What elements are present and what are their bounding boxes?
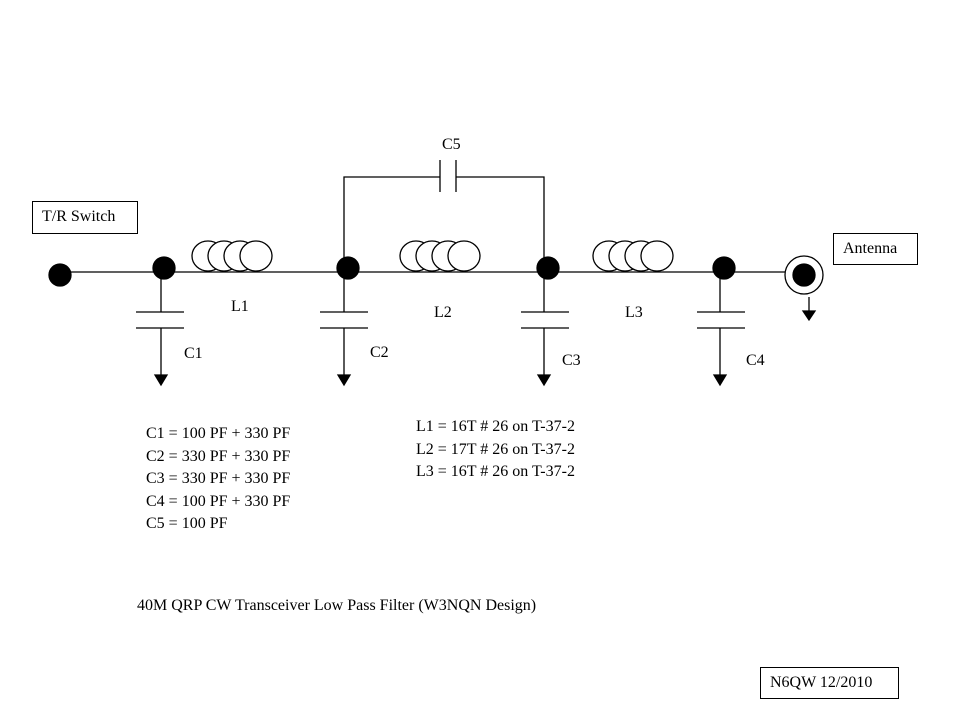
cap-value-c5: C5 = 100 PF (146, 515, 228, 532)
node-c3 (536, 256, 560, 280)
inductor-l1 (191, 240, 273, 272)
label-c2: C2 (370, 344, 389, 361)
cap-value-c3: C3 = 330 PF + 330 PF (146, 470, 291, 487)
cap-value-c1: C1 = 100 PF + 330 PF (146, 425, 291, 442)
credit-box: N6QW 12/2010 (760, 667, 899, 699)
ind-value-l2: L2 = 17T # 26 on T-37-2 (416, 440, 575, 458)
label-l1: L1 (231, 298, 249, 315)
node-c1 (152, 256, 176, 280)
inductor-values: L1 = 16T # 26 on T-37-2 L2 = 17T # 26 on… (416, 416, 575, 484)
cap-value-c2: C2 = 330 PF + 330 PF (146, 447, 291, 465)
label-c4: C4 (746, 352, 765, 369)
cap-value-c4: C4 = 100 PF + 330 PF (146, 492, 291, 510)
antenna-connector-icon (784, 255, 824, 322)
input-terminal (48, 263, 72, 287)
capacitor-c1 (136, 268, 184, 387)
capacitor-c5 (343, 160, 545, 268)
label-c3: C3 (562, 352, 581, 369)
antenna-label: Antenna (833, 233, 918, 265)
inductor-l2 (399, 240, 481, 272)
capacitor-values: C1 = 100 PF + 330 PF C2 = 330 PF + 330 P… (146, 423, 290, 536)
ind-value-l3: L3 = 16T # 26 on T-37-2 (416, 463, 575, 480)
capacitor-c4 (697, 268, 745, 387)
node-c4 (712, 256, 736, 280)
label-l2: L2 (434, 304, 452, 321)
node-c2 (336, 256, 360, 280)
label-l3: L3 (625, 304, 643, 321)
inductor-l3 (592, 240, 674, 272)
label-c1: C1 (184, 345, 203, 362)
label-c5: C5 (442, 136, 461, 153)
ind-value-l1: L1 = 16T # 26 on T-37-2 (416, 418, 575, 435)
tr-switch-label: T/R Switch (32, 201, 138, 234)
capacitor-c3 (521, 268, 569, 387)
diagram-title: 40M QRP CW Transceiver Low Pass Filter (… (137, 597, 537, 614)
capacitor-c2 (320, 268, 368, 387)
